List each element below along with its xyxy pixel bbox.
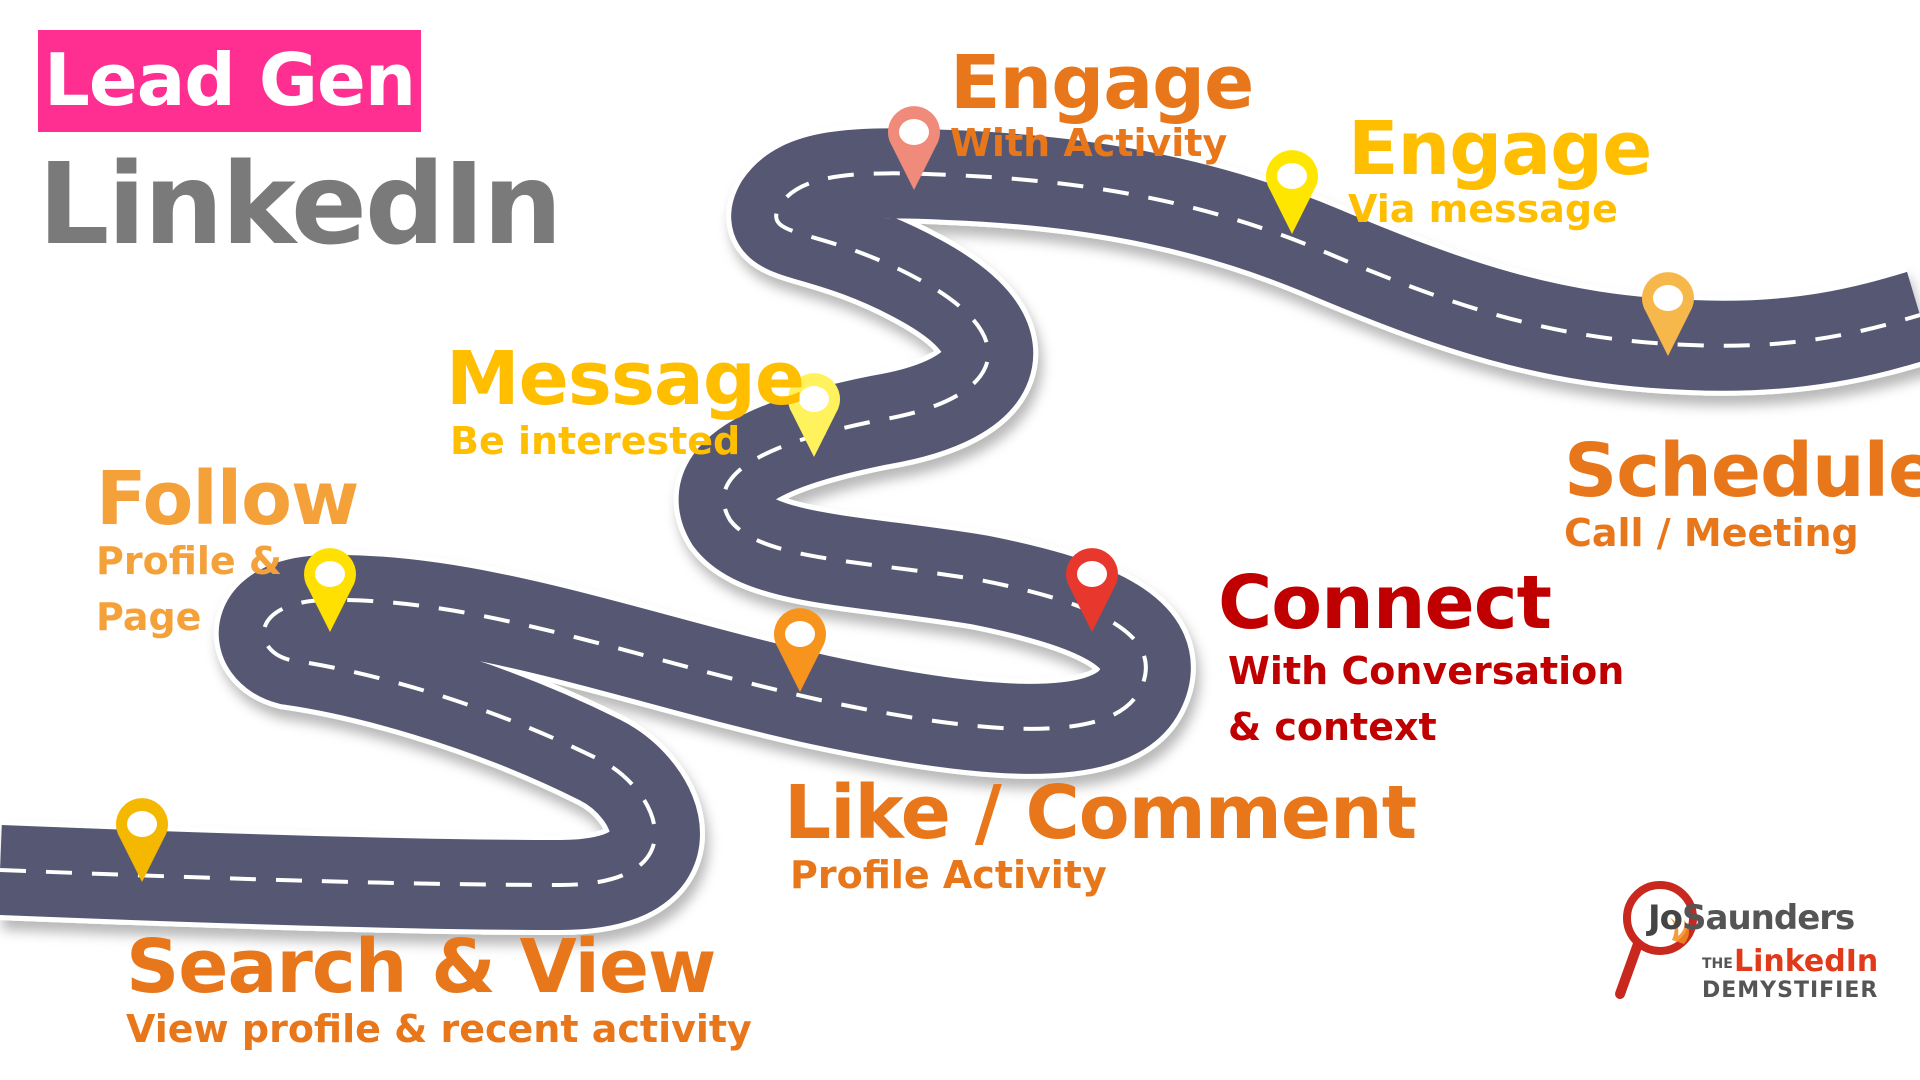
- pin-follow-icon: [304, 548, 356, 632]
- step-engage-activity: Engage With Activity: [950, 40, 1254, 165]
- step-heading: Message: [446, 336, 805, 422]
- step-message: Message Be interested: [446, 336, 805, 463]
- pin-schedule-icon: [1642, 272, 1694, 356]
- pin-connect-icon: [1066, 548, 1118, 632]
- pin-engage-activity-icon: [888, 106, 940, 190]
- step-heading: Follow: [96, 456, 359, 542]
- step-heading: Connect: [1218, 560, 1552, 646]
- step-sub-2: & context: [1228, 705, 1437, 749]
- pin-message-icon: [788, 373, 840, 457]
- step-engage-message: Engage Via message: [1348, 106, 1652, 231]
- step-like-comment: Like / Comment Profile Activity: [784, 770, 1417, 897]
- step-sub: Be interested: [450, 419, 741, 463]
- logo-first-name: Jo: [1648, 898, 1683, 938]
- step-heading: Engage: [1348, 106, 1652, 192]
- step-sub: View profile & recent activity: [126, 1007, 752, 1051]
- lead-gen-label: Lead Gen: [44, 38, 416, 122]
- step-heading: Schedule: [1564, 428, 1920, 514]
- pin-engage-message-icon: [1266, 150, 1318, 234]
- step-sub-2: Page: [96, 595, 202, 639]
- pin-like-icon: [774, 608, 826, 692]
- jo-saunders-logo: JoSaunders THE LinkedIn DEMYSTIFIER: [1612, 878, 1892, 1008]
- step-sub: With Activity: [950, 121, 1228, 165]
- step-follow: Follow Profile & Page: [96, 456, 359, 639]
- step-sub: With Conversation: [1228, 649, 1625, 693]
- logo-the: THE: [1702, 956, 1733, 972]
- step-schedule: Schedule Call / Meeting: [1564, 434, 1920, 552]
- pins: [116, 106, 1694, 882]
- linkedin-title: LinkedIn: [38, 140, 563, 270]
- step-sub: Call / Meeting: [1564, 511, 1859, 555]
- pin-search-icon: [116, 798, 168, 882]
- magnifier-icon: [1615, 881, 1697, 999]
- logo-last-name: Saunders: [1682, 898, 1855, 938]
- step-connect: Connect With Conversation & context: [1218, 566, 1624, 746]
- lead-gen-badge: Lead Gen: [38, 30, 422, 132]
- step-heading: Search & View: [126, 924, 716, 1010]
- step-heading: Engage: [950, 40, 1254, 126]
- road: [0, 123, 1920, 936]
- step-sub: Profile &: [96, 539, 283, 583]
- step-sub: Profile Activity: [790, 853, 1107, 897]
- step-search-view: Search & View View profile & recent acti…: [126, 930, 752, 1048]
- step-sub: Via message: [1348, 187, 1618, 231]
- logo-brand: LinkedIn: [1734, 944, 1879, 979]
- step-heading: Like / Comment: [784, 770, 1417, 856]
- logo-tagline: DEMYSTIFIER: [1702, 978, 1879, 1003]
